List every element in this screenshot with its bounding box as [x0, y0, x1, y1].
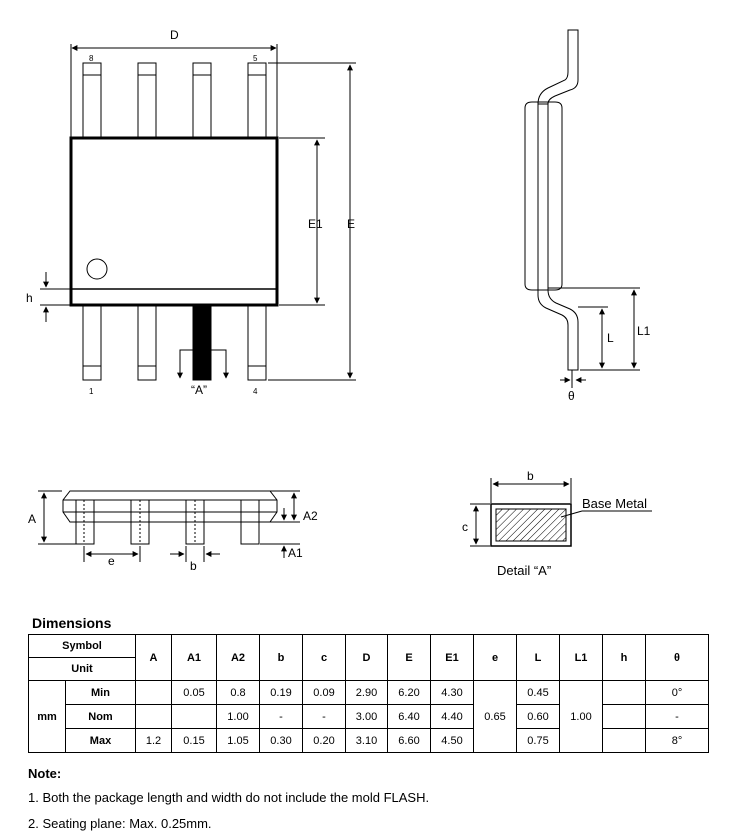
table-cell — [602, 728, 646, 753]
top-view — [40, 44, 356, 381]
table-cell: 0.15 — [171, 728, 217, 753]
upper-leads — [82, 62, 267, 139]
label-base-metal: Base Metal — [582, 496, 647, 511]
table-cell — [602, 704, 646, 729]
table-cell: 4.50 — [430, 728, 474, 753]
symbol-cell: L — [516, 634, 560, 681]
label-L1: L1 — [637, 324, 651, 338]
table-header-row-1: Symbol A A1 A2 b c D E E1 e L L1 h θ — [28, 634, 709, 681]
table-cell: 4.40 — [430, 704, 474, 729]
front-view — [38, 490, 300, 562]
dimensions-title: Dimensions — [32, 615, 112, 631]
table-cell: 3.10 — [345, 728, 388, 753]
symbol-cell: L1 — [559, 634, 603, 681]
label-A2: A2 — [303, 509, 318, 523]
symbol-cell: A1 — [171, 634, 217, 681]
table-row-max: Max 1.2 0.15 1.05 0.30 0.20 3.10 6.60 4.… — [29, 728, 709, 753]
L1-value-cell: 1.00 — [559, 680, 603, 753]
table-cell: 4.30 — [430, 680, 474, 705]
table-cell: 3.00 — [345, 704, 388, 729]
label-pin8: 8 — [89, 54, 94, 63]
note-item: 2. Seating plane: Max. 0.25mm. — [28, 816, 212, 831]
note-title: Note: — [28, 766, 62, 781]
symbol-cell: h — [602, 634, 646, 681]
dimensions-table: Symbol A A1 A2 b c D E E1 e L L1 h θ Uni… — [28, 634, 709, 753]
table-cell — [171, 704, 217, 729]
row-label: Max — [65, 728, 136, 753]
table-cell — [135, 680, 172, 705]
symbol-cell: e — [473, 634, 517, 681]
package-outline-drawing: D 8 5 1 4 E1 E h “A” L1 L θ — [26, 28, 652, 578]
symbol-cell: E1 — [430, 634, 474, 681]
label-A1: A1 — [288, 546, 303, 560]
pin1-marker — [86, 258, 108, 280]
table-cell: 0.20 — [302, 728, 346, 753]
table-cell: 0.09 — [302, 680, 346, 705]
table-cell: 0.60 — [516, 704, 560, 729]
symbol-cell: A — [135, 634, 172, 681]
table-cell: 8° — [645, 728, 709, 753]
symbol-header: Symbol — [28, 634, 136, 658]
note-item: 1. Both the package length and width do … — [28, 790, 430, 805]
label-e: e — [108, 554, 115, 568]
label-pin1: 1 — [89, 387, 94, 396]
label-b-front: b — [190, 559, 197, 573]
label-pin4: 4 — [253, 387, 258, 396]
table-cell: 0.75 — [516, 728, 560, 753]
symbol-cell: b — [259, 634, 303, 681]
label-A-callout: “A” — [191, 383, 207, 397]
label-A: A — [28, 512, 36, 526]
table-cell: 0.19 — [259, 680, 303, 705]
table-cell: 0.30 — [259, 728, 303, 753]
e-value-cell: 0.65 — [473, 680, 517, 753]
symbol-cell: E — [387, 634, 431, 681]
table-cell: 1.05 — [216, 728, 260, 753]
label-detail-a: Detail “A” — [497, 563, 551, 578]
lower-leads — [82, 304, 267, 381]
package-body — [69, 136, 279, 307]
table-row-min: mm Min 0.05 0.8 0.19 0.09 2.90 6.20 4.30… — [28, 680, 709, 753]
label-c: c — [462, 520, 468, 534]
table-header-row-2: Unit — [28, 657, 709, 681]
table-cell: - — [259, 704, 303, 729]
label-D: D — [170, 28, 179, 42]
label-pin5: 5 — [253, 54, 258, 63]
symbol-cell: A2 — [216, 634, 260, 681]
label-E1: E1 — [308, 217, 323, 231]
table-cell: 0.8 — [216, 680, 260, 705]
table-cell: - — [302, 704, 346, 729]
symbol-cell: D — [345, 634, 388, 681]
table-cell: 0.45 — [516, 680, 560, 705]
detail-a — [470, 478, 652, 547]
table-cell — [135, 704, 172, 729]
table-cell: 0.05 — [171, 680, 217, 705]
label-theta: θ — [568, 389, 575, 403]
table-cell — [602, 680, 646, 705]
label-L: L — [607, 331, 614, 345]
table-cell: - — [645, 704, 709, 729]
unit-header: Unit — [28, 657, 136, 681]
label-E: E — [347, 217, 355, 231]
table-cell: 6.20 — [387, 680, 431, 705]
label-h: h — [26, 291, 33, 305]
row-label: Min — [65, 680, 136, 705]
table-cell: 1.00 — [216, 704, 260, 729]
symbol-cell: θ — [645, 634, 709, 681]
table-cell: 2.90 — [345, 680, 388, 705]
side-view — [524, 29, 640, 388]
table-row-nom: Nom 1.00 - - 3.00 6.40 4.40 0.60 - — [29, 704, 709, 729]
table-cell: 6.40 — [387, 704, 431, 729]
table-cell: 0° — [645, 680, 709, 705]
row-label: Nom — [65, 704, 136, 729]
symbol-cell: c — [302, 634, 346, 681]
table-cell: 1.2 — [135, 728, 172, 753]
label-b-detail: b — [527, 469, 534, 483]
unit-value: mm — [28, 680, 66, 753]
table-cell: 6.60 — [387, 728, 431, 753]
